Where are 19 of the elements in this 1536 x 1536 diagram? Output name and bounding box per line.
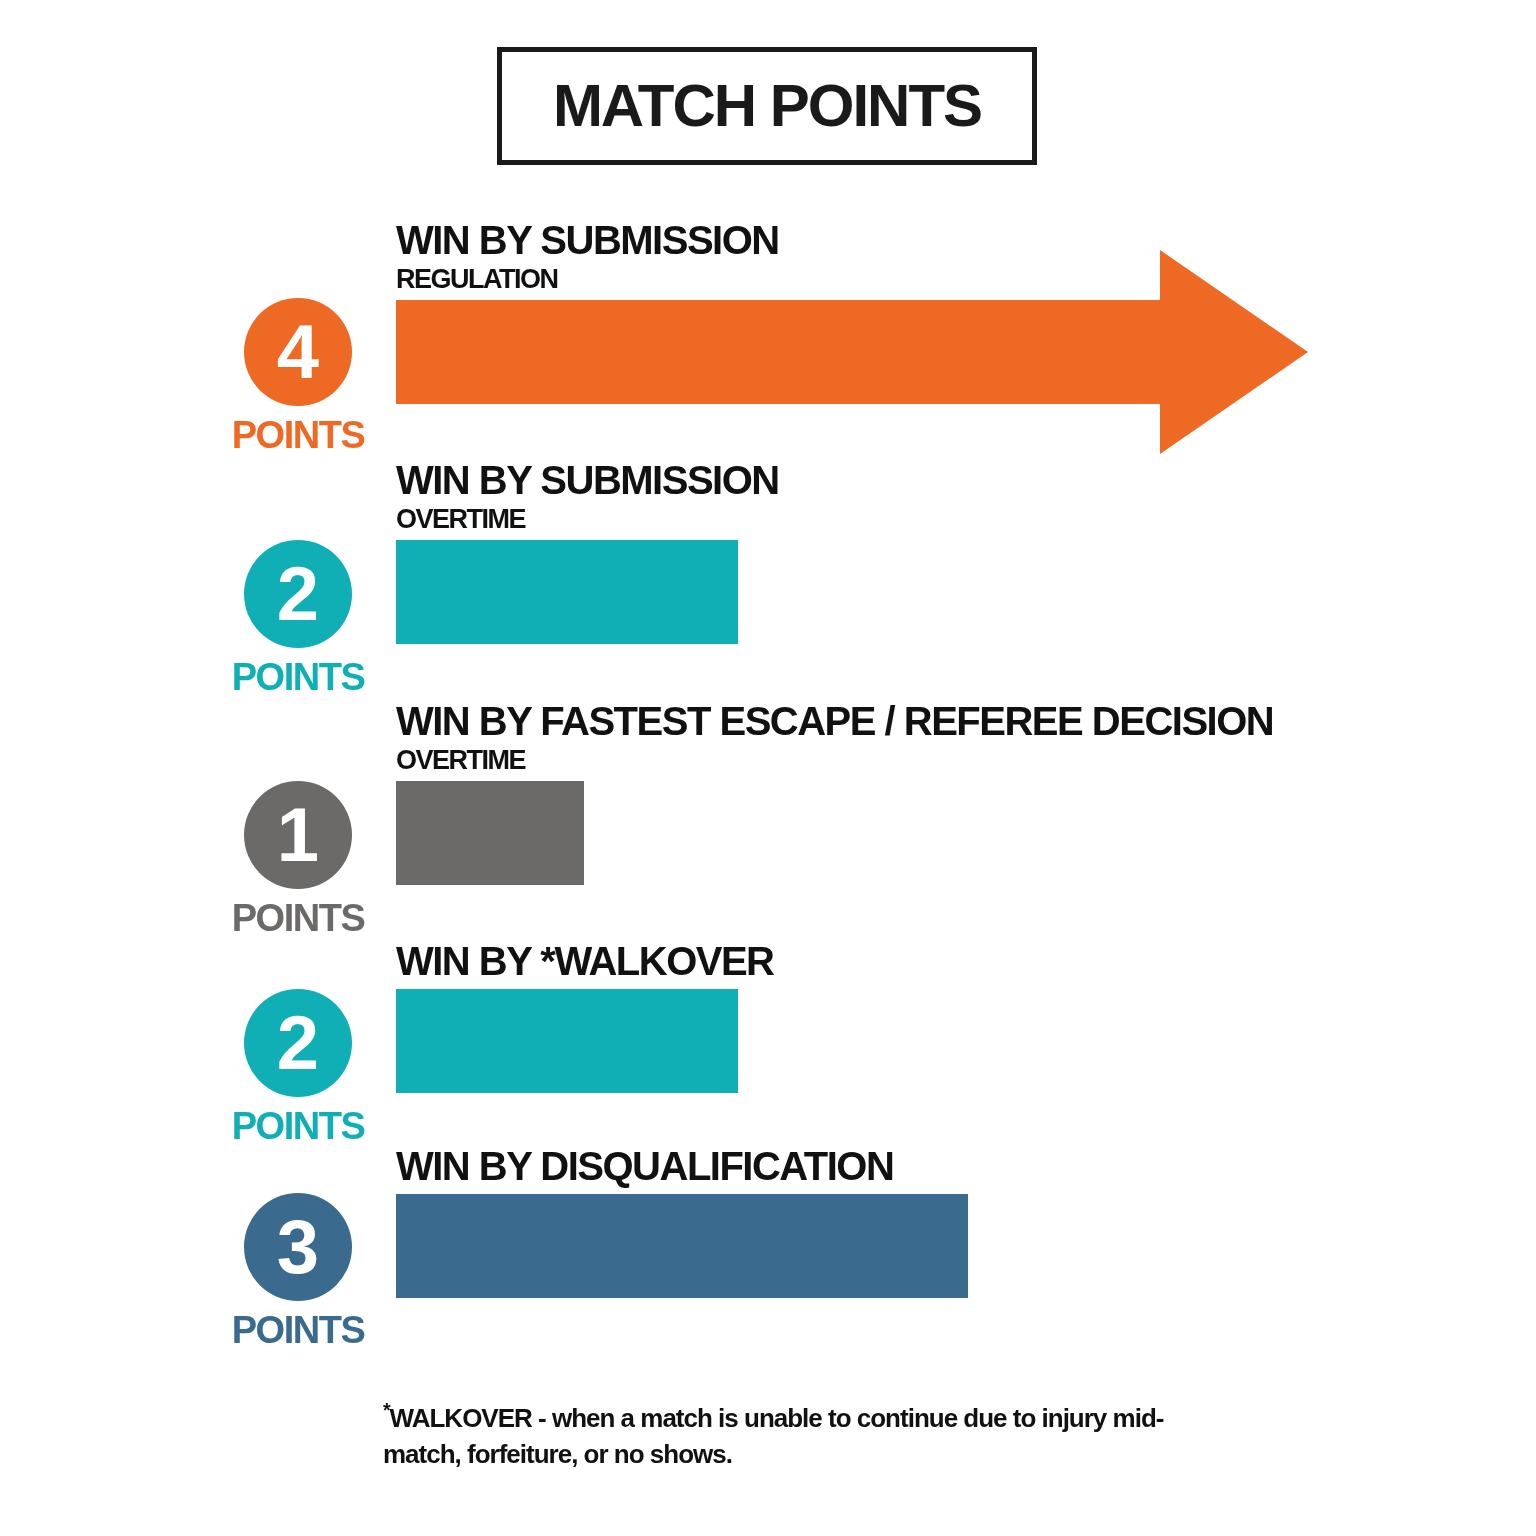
points-label: POINTS — [230, 1311, 366, 1349]
points-label: POINTS — [230, 899, 366, 937]
points-label: POINTS — [230, 1107, 366, 1145]
bar-subheading: OVERTIME — [396, 747, 525, 774]
bar-heading: WIN BY *WALKOVER — [396, 941, 774, 981]
title-box: MATCH POINTS — [497, 47, 1037, 165]
bar-heading: WIN BY SUBMISSION — [396, 220, 779, 260]
points-label: POINTS — [230, 416, 366, 454]
score-bar — [396, 989, 738, 1093]
footnote: $^{*}$WALKOVER - when a match is unable to continue due to injury mid-match, forfeiture, or no shows. — [383, 1400, 1165, 1471]
bar-subheading: REGULATION — [396, 266, 558, 293]
bar-heading: WIN BY SUBMISSION — [396, 460, 779, 500]
bar-subheading: OVERTIME — [396, 506, 525, 533]
points-label: POINTS — [230, 658, 366, 696]
score-bar — [396, 781, 584, 885]
bar-heading: WIN BY DISQUALIFICATION — [396, 1146, 894, 1186]
score-bar — [396, 540, 738, 644]
score-bar — [396, 1194, 968, 1298]
bar-heading: WIN BY FASTEST ESCAPE / REFEREE DECISION — [396, 701, 1274, 741]
